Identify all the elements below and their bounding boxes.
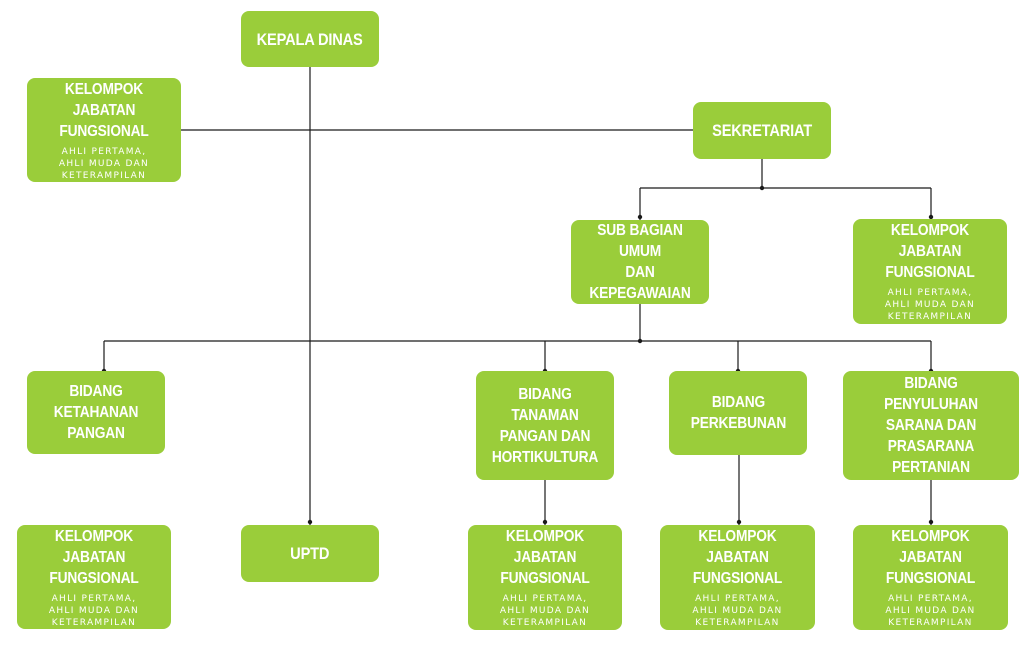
box-title: UPTD: [290, 544, 330, 563]
box-title: SEKRETARIAT: [712, 121, 812, 140]
box-title: KEPALA DINAS: [257, 29, 363, 49]
box-kepala-dinas: KEPALA DINAS: [241, 11, 379, 67]
box-sekretariat: SEKRETARIAT: [693, 102, 831, 159]
box-uptd: UPTD: [241, 525, 379, 582]
